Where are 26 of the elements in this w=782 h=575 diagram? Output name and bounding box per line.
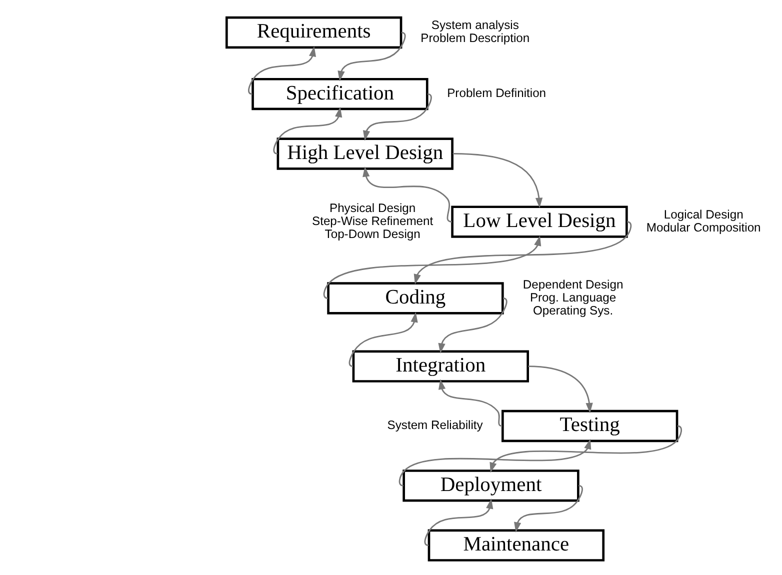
- label: Problem Description: [420, 30, 530, 45]
- label: System Reliability: [387, 418, 483, 432]
- label: Problem Definition: [447, 86, 546, 100]
- label: Top-Down Design: [324, 226, 420, 241]
- label: Logical Design: [664, 206, 744, 221]
- node-box: Requirements: [226, 16, 402, 48]
- arrow: [438, 378, 502, 426]
- node-box: Integration: [352, 350, 529, 382]
- label: Dependent Design: [522, 276, 624, 291]
- label: Modular Composition: [646, 220, 761, 234]
- node-box: High Level Design: [276, 137, 454, 170]
- arrow: [362, 166, 452, 222]
- label: Physical Design: [330, 200, 416, 214]
- node-box: Low Level Design: [451, 205, 628, 238]
- label: Step-Wise Refinement: [312, 213, 434, 228]
- node-box: Testing: [502, 409, 678, 442]
- label: System analysis: [431, 18, 519, 32]
- arrow: [348, 312, 418, 367]
- node-box: Deployment: [402, 469, 580, 502]
- arrow: [528, 365, 593, 413]
- arrow: [452, 152, 543, 208]
- label: Prog. Language: [530, 290, 616, 304]
- node-box: Maintenance: [428, 528, 605, 561]
- node-box: Specification: [252, 77, 428, 110]
- label: Operating Sys.: [533, 302, 614, 317]
- node-box: Coding: [327, 282, 504, 314]
